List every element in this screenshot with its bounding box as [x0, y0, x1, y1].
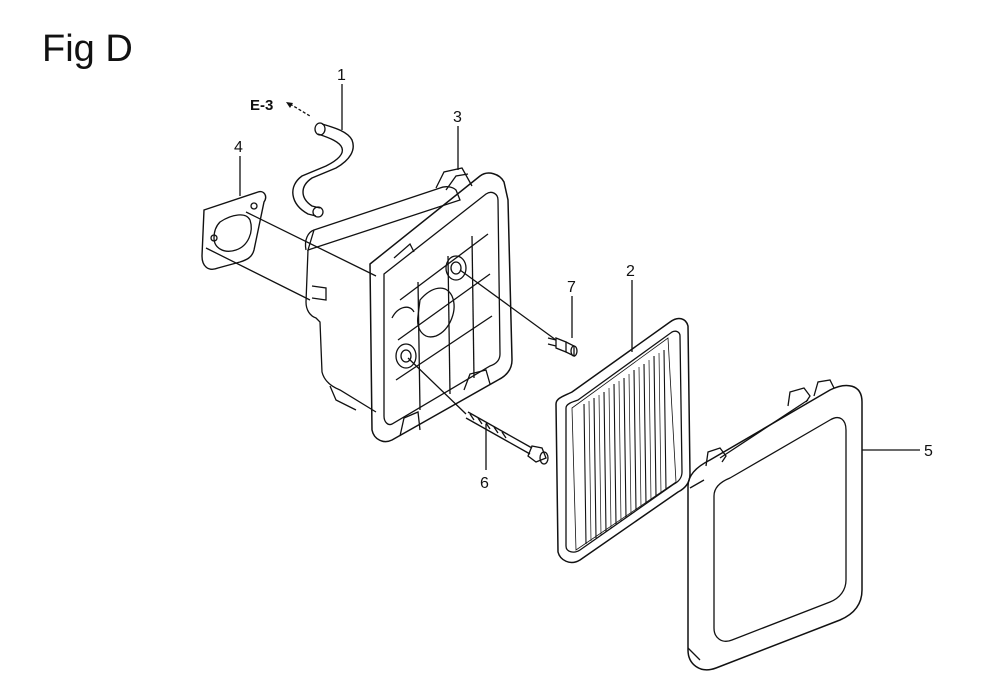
callout-4-label: 4 — [234, 139, 243, 156]
part-7-guide-line — [459, 269, 557, 341]
part-7-short-bolt — [547, 337, 578, 358]
callout-1-label: 1 — [337, 67, 346, 84]
part-6-guide-line — [407, 357, 467, 415]
part-2-air-filter-element — [555, 317, 691, 564]
part-1-hose — [292, 122, 354, 218]
gasket-guide-line-1 — [245, 211, 377, 277]
callout-2-label: 2 — [626, 263, 635, 280]
callout-7-label: 7 — [567, 279, 576, 296]
part-5-guide-line — [719, 399, 809, 459]
gasket-guide-line-2 — [205, 247, 311, 301]
callout-5-label: 5 — [924, 443, 933, 460]
callout-6-label: 6 — [480, 475, 489, 492]
figure-title: Fig D — [42, 28, 133, 70]
callout-3-label: 3 — [453, 109, 462, 126]
part-3-air-cleaner-case — [304, 167, 513, 443]
reference-arrow-icon — [286, 102, 311, 117]
part-5-air-cleaner-cover — [687, 379, 863, 671]
reference-e3-label: E-3 — [250, 97, 273, 114]
part-4-gasket — [201, 190, 267, 270]
part-6-long-bolt — [465, 411, 549, 465]
